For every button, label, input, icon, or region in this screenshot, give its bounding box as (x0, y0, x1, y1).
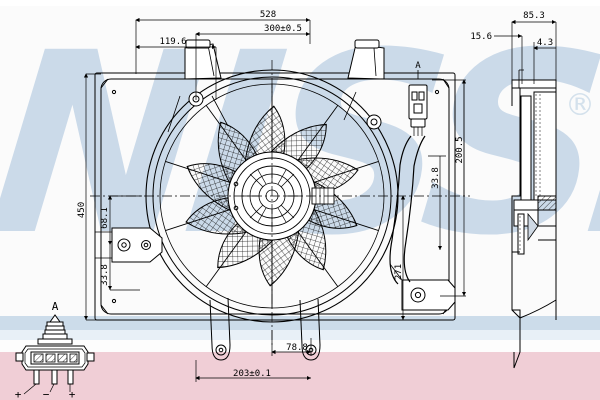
dimensions-left (83, 73, 142, 321)
dimension-side-flange-offset: 15.6 (470, 32, 492, 42)
dimension-bracket-offset: 119.6 (159, 37, 186, 47)
side-section-view (511, 69, 557, 369)
front-view-shroud (94, 72, 456, 321)
section-callout-label: A (415, 61, 421, 71)
dimension-side-overall-depth: 85.3 (523, 11, 545, 21)
terminal-label-negative: − (43, 388, 50, 400)
dimension-mount-span-horizontal: 300±0.5 (264, 24, 302, 34)
background-band-white (0, 340, 600, 352)
dimensions-top (135, 17, 311, 100)
dimension-shroud-depth-height: 271 (394, 264, 404, 280)
dimension-lower-tab-height: 33.8 (100, 264, 110, 286)
dimension-bottom-mount-offset: 78.8 (286, 343, 308, 353)
dimension-connector-tab-height: 33.8 (431, 167, 441, 189)
terminal-label-positive-left: + (15, 388, 22, 400)
dimension-bottom-mount-span: 203±0.1 (233, 369, 271, 379)
upper-mount-bracket-right (343, 39, 385, 130)
dimension-overall-width: 528 (260, 10, 276, 20)
center-lines (90, 60, 470, 348)
dimension-mount-span-vertical: 200.5 (455, 136, 465, 163)
dimension-overall-height: 450 (77, 202, 87, 218)
dimensions-side-view (494, 19, 557, 84)
dimensions-right (395, 79, 467, 321)
front-view-connector-plug (389, 84, 428, 285)
detail-a-label: A (52, 300, 59, 313)
left-mount-pad (95, 227, 163, 263)
terminal-label-positive-right: + (69, 388, 76, 400)
background-band-top (0, 0, 600, 6)
detail-a-connector (15, 314, 95, 395)
upper-mount-bracket-left (167, 39, 229, 133)
dimension-side-flange-thickness: 4.3 (537, 38, 553, 48)
dimension-lower-mount-height: 68.1 (100, 207, 110, 229)
dimensions-bottom (195, 330, 312, 382)
background-band-light-blue (0, 330, 600, 340)
